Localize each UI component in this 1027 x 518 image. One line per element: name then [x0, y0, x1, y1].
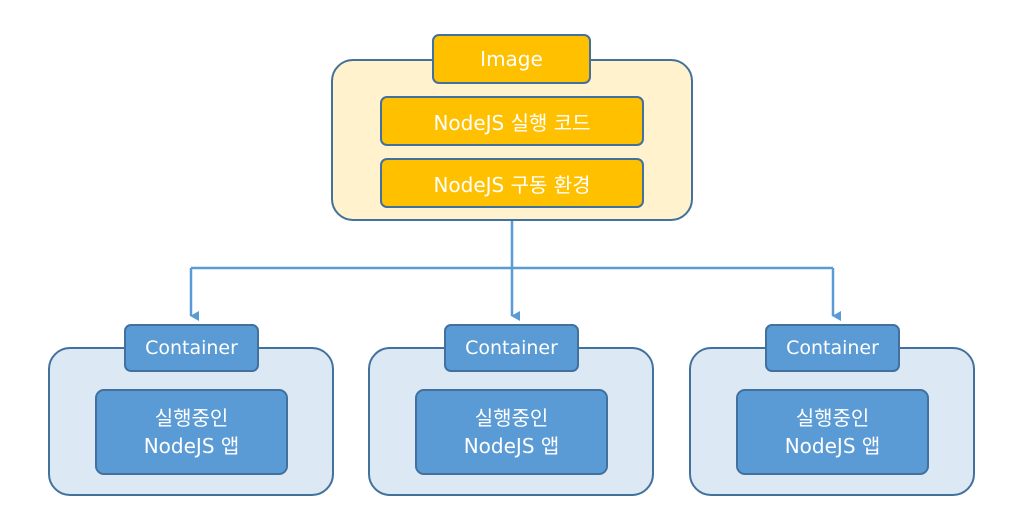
- running-app-3-line1: 실행중인: [795, 406, 870, 430]
- running-app-2-line2: NodeJS 앱: [463, 434, 560, 458]
- running-app-3-line2: NodeJS 앱: [784, 434, 881, 458]
- container-label-2: Container: [444, 324, 579, 372]
- image-item-runtime-env: NodeJS 구동 환경: [380, 158, 644, 208]
- image-label: Image: [432, 34, 591, 84]
- running-app-1-line1: 실행중인: [154, 406, 229, 430]
- running-app-3: 실행중인 NodeJS 앱: [736, 389, 929, 475]
- container-label-1: Container: [124, 324, 259, 372]
- image-item-run-code: NodeJS 실행 코드: [380, 96, 644, 146]
- running-app-1: 실행중인 NodeJS 앱: [95, 389, 288, 475]
- container-label-3: Container: [765, 324, 900, 372]
- running-app-2: 실행중인 NodeJS 앱: [415, 389, 608, 475]
- running-app-1-line2: NodeJS 앱: [143, 434, 240, 458]
- running-app-2-line1: 실행중인: [474, 406, 549, 430]
